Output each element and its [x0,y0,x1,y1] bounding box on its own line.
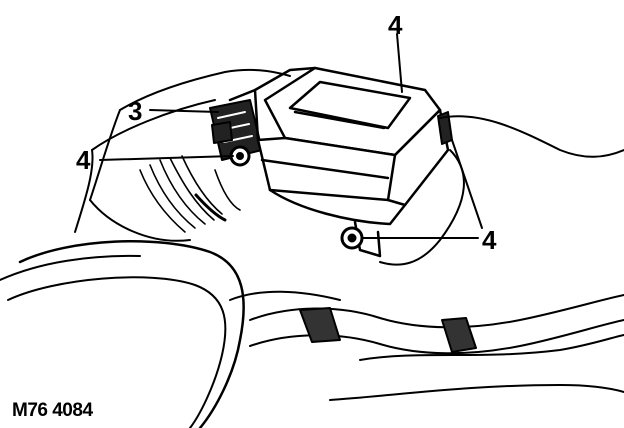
callout-left: 4 [76,145,91,175]
mounting-bracket [74,68,291,242]
figure-code: M76 4084 [12,400,93,421]
lower-harness [229,290,624,401]
callout-upper-left: 3 [128,96,143,126]
callout-top: 4 [388,10,403,40]
callout-right: 4 [482,225,497,255]
wiring-loom [139,155,241,233]
module-housing [228,66,450,258]
leader-lines [99,33,483,239]
intake-hose [0,240,245,428]
